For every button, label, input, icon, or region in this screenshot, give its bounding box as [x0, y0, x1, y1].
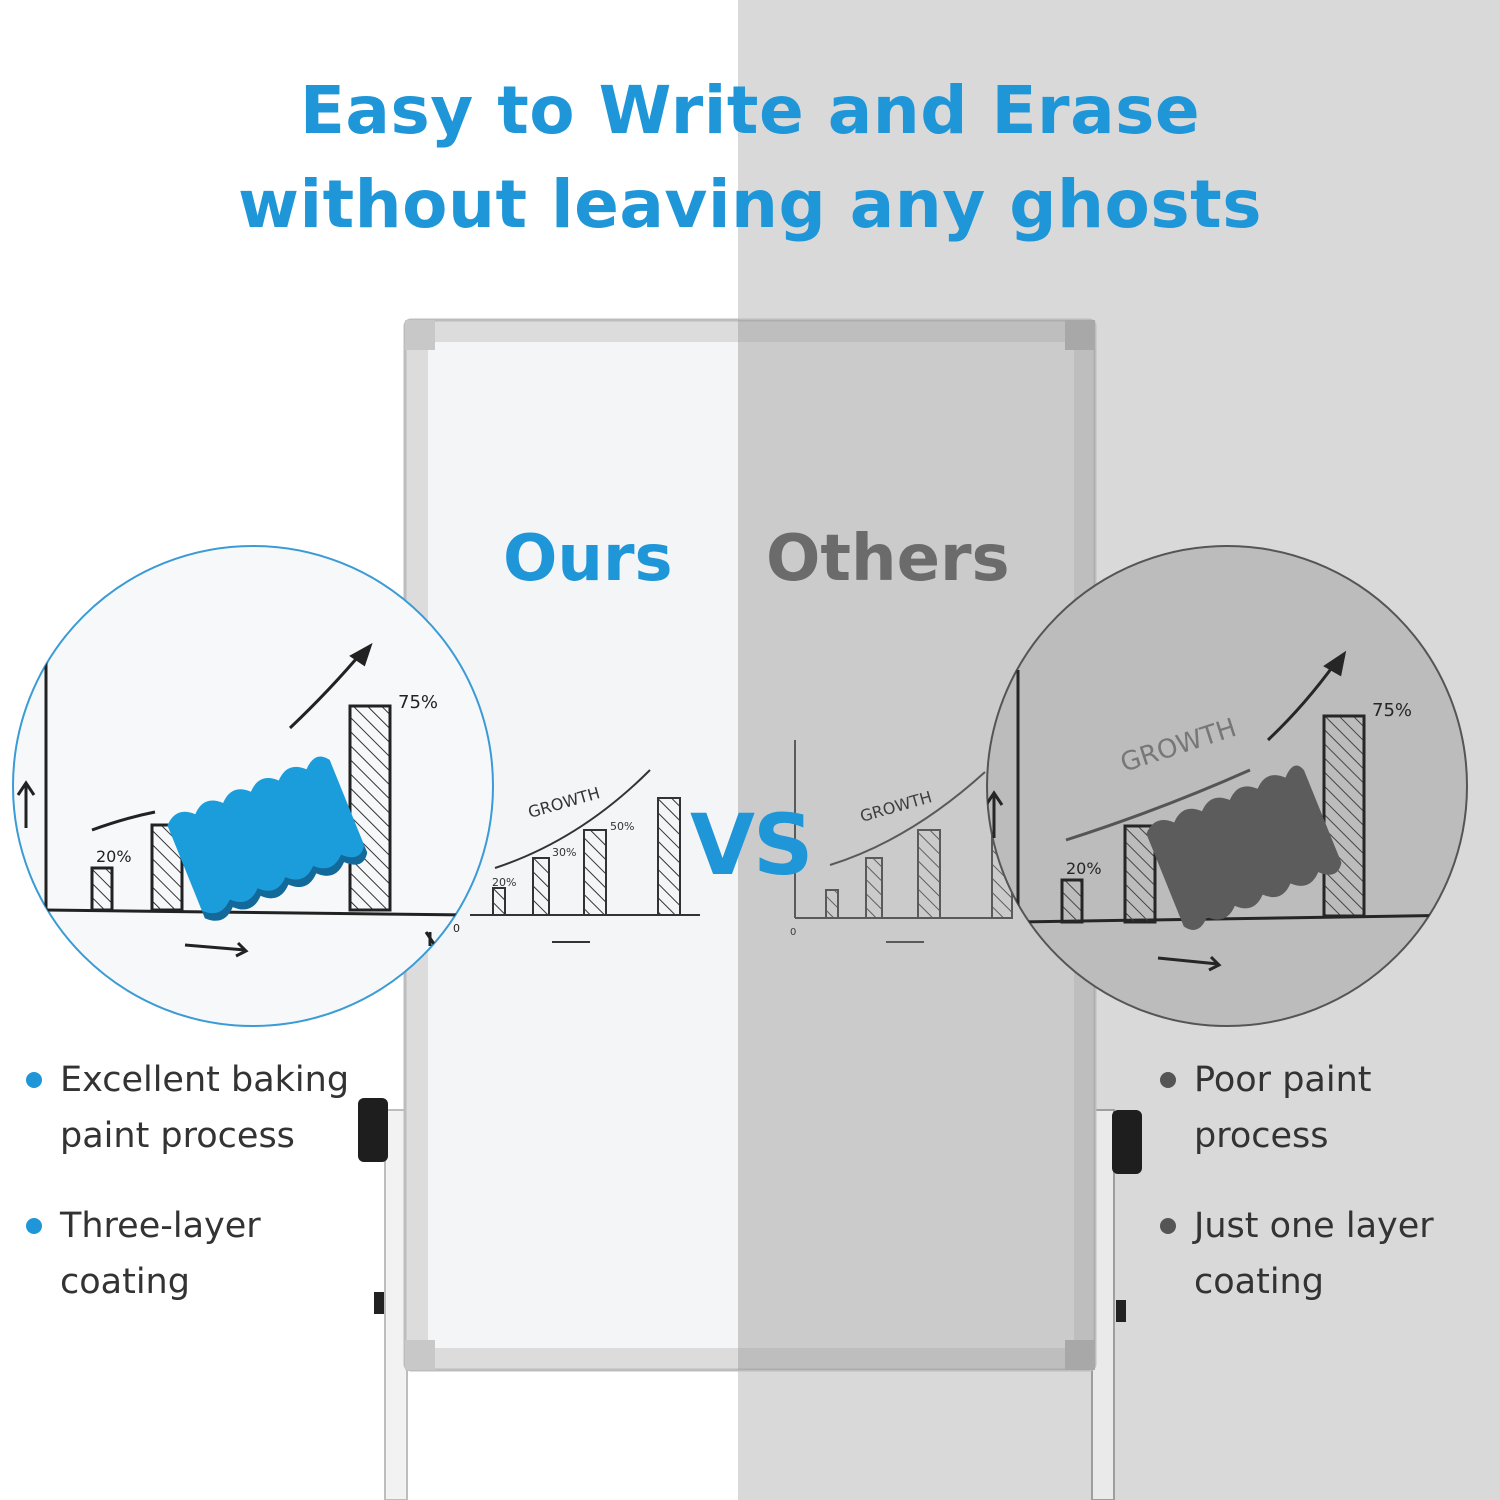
others-feature-text: Just one layer coating: [1194, 1206, 1434, 1302]
dot-icon: [26, 1218, 42, 1234]
eraser-icon: [1146, 765, 1342, 930]
pct-50-ours: 50%: [610, 820, 634, 833]
stand-right: [1091, 1109, 1142, 1500]
dot-icon: [1160, 1072, 1176, 1088]
eraser-icon: [167, 756, 368, 921]
pct-30-ours: 30%: [552, 846, 576, 859]
ours-feature-item: Three-layer coating: [26, 1198, 386, 1310]
origin-zoom-ours: 0: [453, 922, 460, 935]
ours-label: Ours: [503, 522, 673, 596]
dot-icon: [26, 1072, 42, 1088]
whiteboard: [403, 318, 1097, 1372]
origin-label-others: 0: [790, 927, 796, 938]
others-feature-text: Poor paint process: [1194, 1060, 1372, 1156]
ours-feature-list: Excellent baking paint process Three-lay…: [26, 1052, 386, 1344]
ours-feature-text: Three-layer coating: [60, 1206, 261, 1302]
pct-20-ours: 20%: [492, 876, 516, 889]
headline-line-1: Easy to Write and Erase: [299, 72, 1201, 149]
others-feature-item: Poor paint process: [1160, 1052, 1480, 1164]
zoom-circle-others: GROWTH 20% 75%: [986, 545, 1468, 1027]
others-label: Others: [766, 522, 1010, 596]
pct-20-zoom-ours: 20%: [96, 847, 132, 866]
ours-feature-item: Excellent baking paint process: [26, 1052, 386, 1164]
vs-label: VS: [690, 796, 814, 894]
pct-75-zoom-others: 75%: [1372, 700, 1412, 721]
ours-feature-text: Excellent baking paint process: [60, 1060, 350, 1156]
zoom-circle-ours: 20% 75% 0: [12, 545, 494, 1027]
pct-20-zoom-others: 20%: [1066, 859, 1102, 878]
dot-icon: [1160, 1218, 1176, 1234]
headline-line-2: without leaving any ghosts: [238, 166, 1262, 243]
pct-75-zoom-ours: 75%: [398, 692, 438, 713]
others-feature-list: Poor paint process Just one layer coatin…: [1160, 1052, 1480, 1344]
board-sketch-ours: [470, 769, 700, 943]
others-feature-item: Just one layer coating: [1160, 1198, 1480, 1310]
